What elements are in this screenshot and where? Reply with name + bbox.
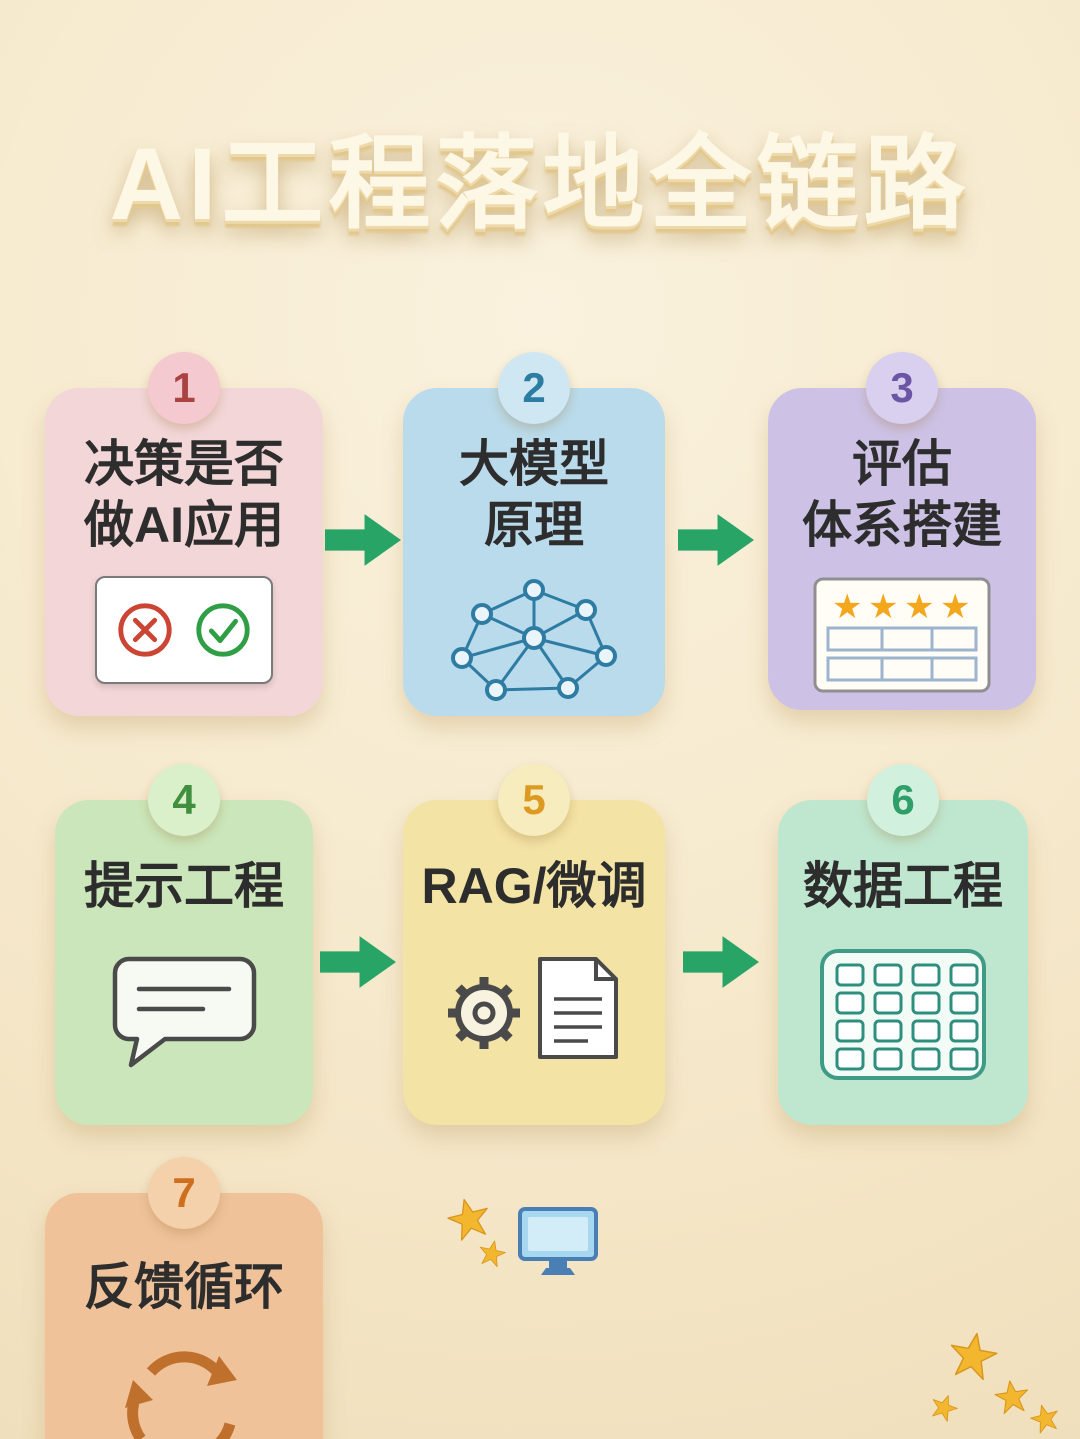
star-icon xyxy=(479,1240,506,1268)
step-number-badge: 1 xyxy=(148,352,220,424)
step-number-badge: 3 xyxy=(866,352,938,424)
star-icon xyxy=(994,1380,1029,1414)
svg-text:★: ★ xyxy=(868,588,898,626)
svg-text:★: ★ xyxy=(904,588,934,626)
step-label: 大模型 原理 xyxy=(459,436,609,553)
data-grid-icon xyxy=(820,949,986,1080)
gear-document-icon xyxy=(447,957,618,1059)
neural-network-icon xyxy=(451,579,617,701)
step-number-badge: 7 xyxy=(148,1157,220,1229)
step-number-badge: 6 xyxy=(867,764,939,836)
decision-check-cross-icon xyxy=(95,576,273,684)
monitor-icon xyxy=(518,1207,598,1275)
step-number-badge: 2 xyxy=(498,352,570,424)
svg-text:★: ★ xyxy=(940,588,970,626)
check-circle-icon xyxy=(196,603,250,657)
step-number-badge: 4 xyxy=(148,764,220,836)
step-card-3: 3 评估 体系搭建 ★ ★ ★ ★ xyxy=(768,352,1036,710)
step-card-5: 5 RAG/微调 xyxy=(403,764,665,1125)
step-label: RAG/微调 xyxy=(421,858,647,914)
step-card-1: 1 决策是否 做AI应用 xyxy=(45,352,323,716)
cycle-arrows-icon xyxy=(125,1351,237,1439)
star-icon xyxy=(447,1198,488,1241)
flow-arrow-icon xyxy=(320,936,396,988)
step-card-6: 6 数据工程 xyxy=(778,764,1028,1125)
page-title: AI工程落地全链路 xyxy=(109,127,971,241)
step-card-4: 4 提示工程 xyxy=(55,764,313,1125)
flow-arrow-icon xyxy=(678,514,754,566)
step-label: 反馈循环 xyxy=(84,1259,284,1315)
svg-text:★: ★ xyxy=(832,588,862,626)
star-icon xyxy=(932,1395,958,1422)
step-label: 评估 体系搭建 xyxy=(802,436,1002,553)
star-icon xyxy=(950,1332,998,1381)
star-rating-table-icon: ★ ★ ★ ★ xyxy=(813,577,991,693)
step-card-2: 2 大模型 原理 xyxy=(403,352,665,716)
cross-circle-icon xyxy=(118,603,172,657)
step-label: 提示工程 xyxy=(84,858,284,914)
step-number-badge: 5 xyxy=(498,764,570,836)
star-icon xyxy=(1030,1404,1058,1434)
step-label: 决策是否 做AI应用 xyxy=(84,436,284,553)
step-label: 数据工程 xyxy=(803,858,1003,914)
flow-arrow-icon xyxy=(325,514,401,566)
flow-arrow-icon xyxy=(683,936,759,988)
chat-bubble-icon xyxy=(112,956,256,1068)
step-card-7: 7 反馈循环 xyxy=(45,1157,323,1439)
